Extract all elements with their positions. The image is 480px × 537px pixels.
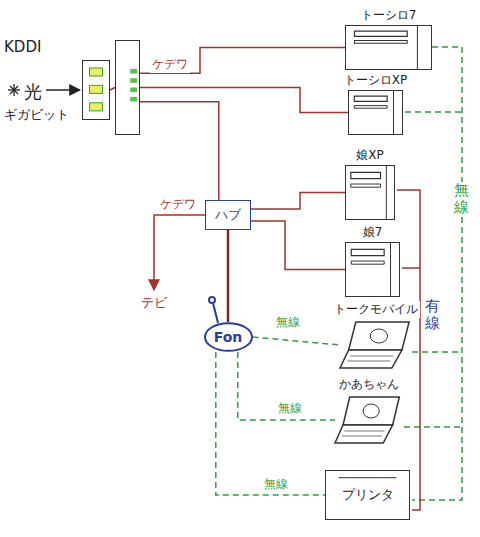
laptop-figure [335,395,402,445]
node-label: テビ [141,294,167,312]
pc-box: 娘7 [345,242,400,297]
fiber-arrow [46,89,80,91]
cable-link [154,215,205,290]
pc-box: トーシロ7 [345,25,432,70]
device-label: トーシロ7 [359,7,419,24]
device-label: トークモバイル [332,301,420,318]
pc-box: トーシロXP [348,90,403,135]
light-star [8,84,20,96]
edge-label: 無線 [276,400,304,417]
speed-label: ギガビット [4,106,69,124]
node-label: プリンタ [342,486,394,504]
node-label: Fon [214,329,243,345]
switch-ports [116,41,139,134]
pc-tower [349,91,402,134]
edge-label: 無線 [274,314,302,331]
pc-tower [346,166,394,219]
laptop: トークモバイル [340,320,412,370]
edge-label: ケデワ [150,56,190,73]
pc-tower [346,243,399,296]
cable-link [140,48,345,74]
node-label: ハブ [215,206,241,224]
wireless-bus [404,47,462,500]
switch-box [115,40,140,135]
device-label: かあちゃん [337,376,401,393]
router-box [82,60,110,120]
laptop: かあちゃん [335,395,402,445]
device-label: トーシロXP [342,72,409,89]
pc-tower [346,26,431,69]
cable-link [140,102,219,200]
cable-link [140,88,348,113]
wireless-link [253,337,341,345]
device-label: 娘XP [354,147,385,164]
hub-box: ハブ [205,200,251,230]
wired-label: 有線 [425,298,440,331]
laptop-figure [340,320,412,370]
pc-box: 娘XP [345,165,395,220]
router-lights [83,61,109,119]
provider-label: KDDI [4,38,41,56]
printer-box: プリンタ [325,470,410,520]
device-label: 娘7 [361,224,385,241]
edge-label: ケデワ [158,196,198,213]
edge-label: 無線 [262,476,290,493]
cable-link [251,221,345,270]
cable-link [227,230,230,322]
wireless-link [238,352,335,420]
tv-label: テビ [135,290,173,316]
wireless-label: 無線 [454,182,469,215]
wireless-link [216,352,325,495]
fon-router: Fon [204,322,253,352]
cable-link [251,193,345,210]
fon-antenna [209,297,218,323]
fiber-label: 光 [24,80,42,104]
